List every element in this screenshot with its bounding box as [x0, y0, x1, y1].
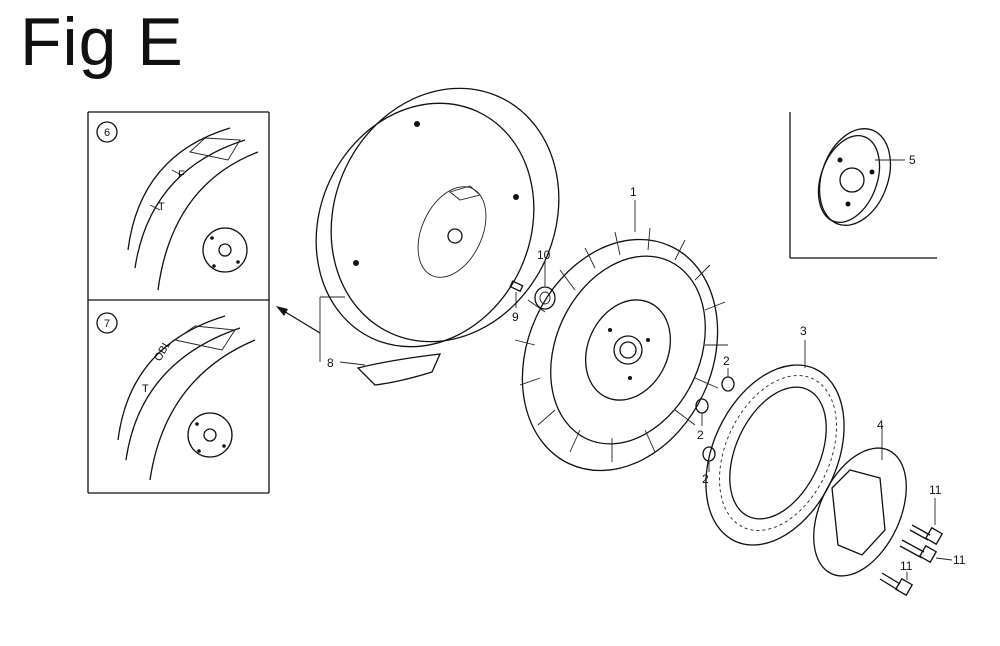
part-3-label: 3	[800, 324, 807, 338]
detail-7-mark-t: T	[142, 383, 149, 395]
detail-frame-6	[87, 111, 270, 493]
part-2-collar-a	[721, 368, 735, 392]
part-11-bolt-b	[899, 539, 953, 564]
part-5-plate	[817, 128, 905, 226]
part-9-label: 9	[512, 310, 519, 324]
part-11-label-b: 11	[953, 553, 966, 567]
part-8-bracket	[319, 296, 366, 366]
detail-frame-5	[789, 112, 937, 259]
part-8-sticker	[356, 353, 442, 386]
part-10-nut	[534, 260, 556, 310]
part-11-bolt-a	[909, 498, 944, 546]
figure-title: Fig E	[20, 4, 184, 80]
callout-7-label: 7	[104, 318, 110, 330]
part-4-plate	[813, 425, 907, 577]
detail-6-flywheel-segment	[127, 127, 259, 291]
part-2-label-b: 2	[697, 428, 704, 442]
part-11-label-c: 11	[900, 559, 913, 573]
part-8-label: 8	[327, 356, 334, 370]
detail-6-mark-t: T	[158, 201, 165, 213]
part-2-collar-b	[695, 398, 709, 426]
flywheel-cover	[315, 87, 560, 348]
part-5-label: 5	[909, 153, 916, 167]
part-11-bolt-c	[879, 572, 914, 597]
detail-arrow	[276, 306, 321, 334]
detail-frame-7	[87, 300, 269, 494]
callout-7: 7	[96, 312, 118, 334]
part-3-rotor-ring	[705, 340, 845, 546]
callout-6: 6	[96, 121, 118, 143]
part-11-label-a: 11	[929, 483, 942, 497]
detail-7-mark-obl: OBL	[152, 338, 173, 363]
part-2-collar-c	[702, 446, 716, 472]
detail-7-flywheel-segment	[117, 315, 256, 481]
detail-6-mark-f: F	[178, 169, 185, 181]
part-2-label-a: 2	[723, 354, 730, 368]
callout-6-label: 6	[104, 127, 110, 139]
part-1-label: 1	[630, 185, 637, 199]
part-4-label: 4	[877, 418, 884, 432]
part-9-key	[509, 280, 524, 308]
part-1-flywheel-fan	[514, 200, 728, 472]
part-10-label: 10	[537, 248, 551, 262]
